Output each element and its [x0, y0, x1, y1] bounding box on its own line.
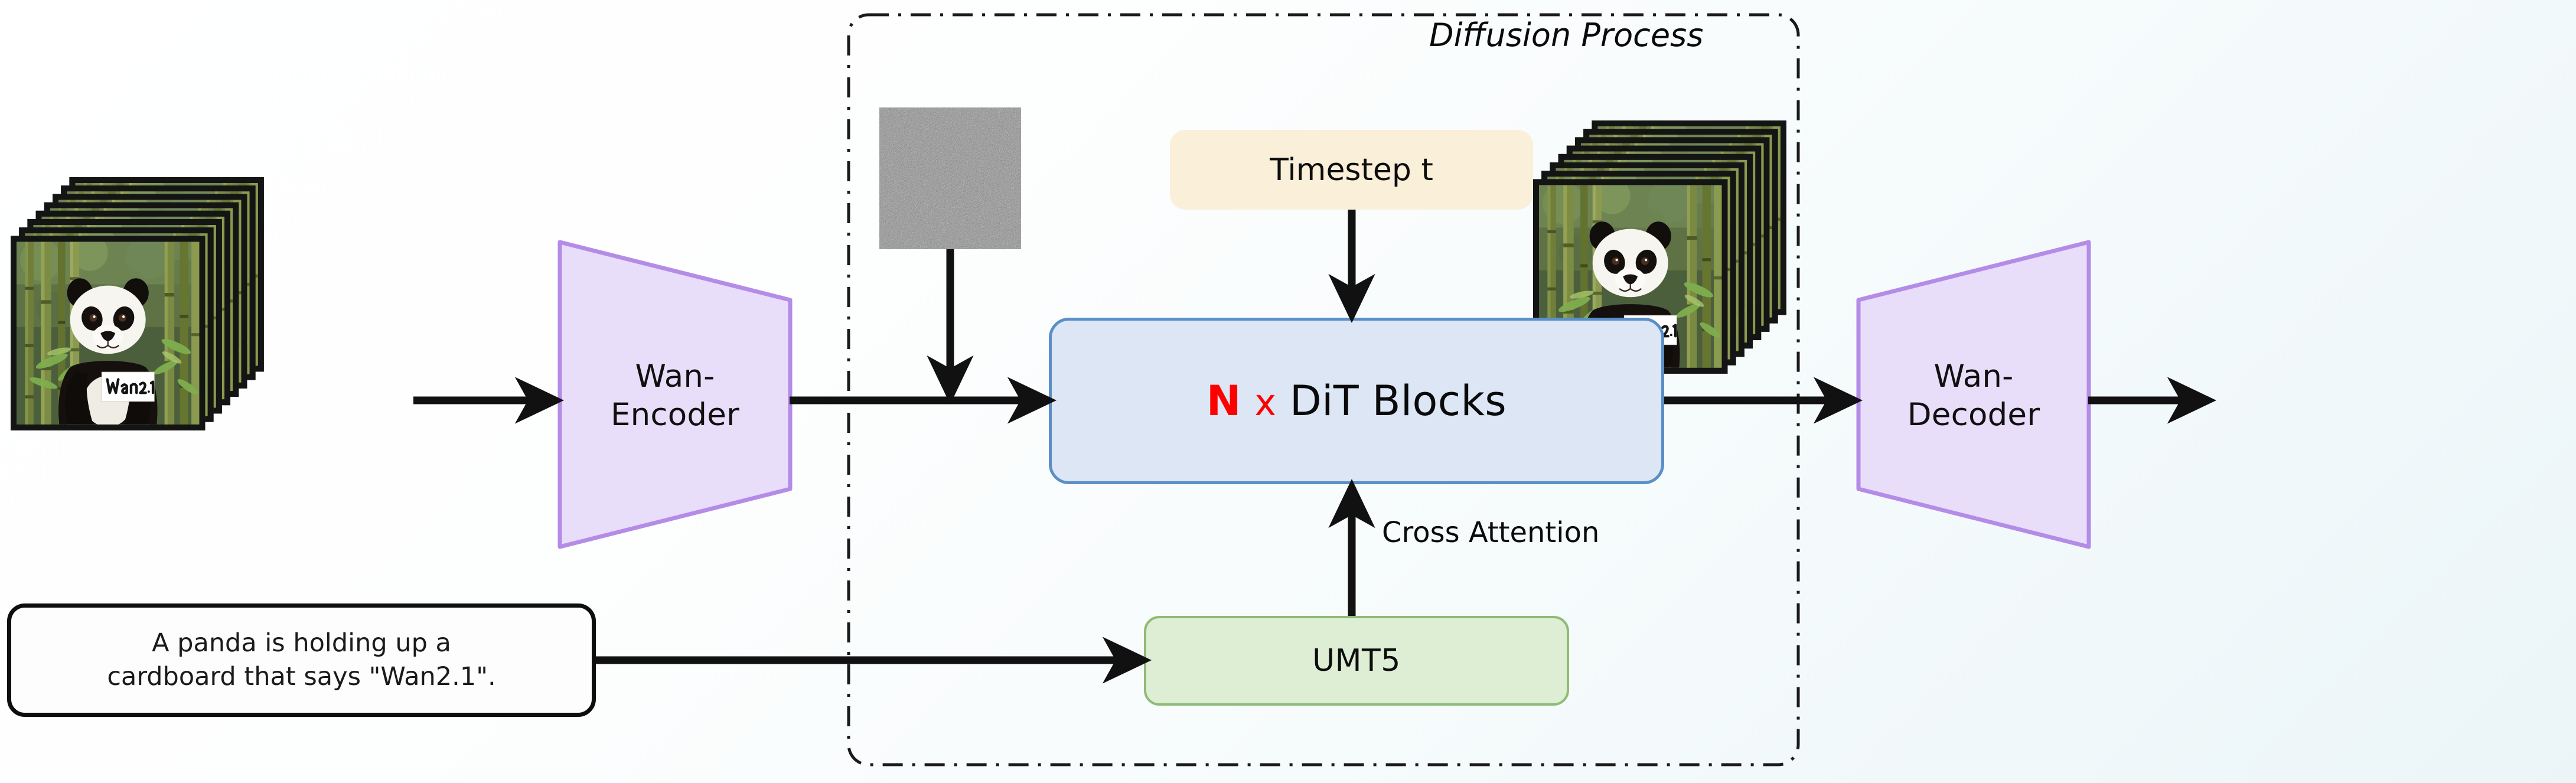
timestep-label: Timestep t: [1270, 152, 1433, 188]
dit-blocks-node[interactable]: N x DiT Blocks: [1049, 318, 1664, 484]
noise-texture: [879, 107, 1021, 249]
wan-decoder-shape: [1856, 240, 2091, 549]
wan-encoder-label: Wan- Encoder: [556, 358, 794, 434]
wan-decoder-label-line1: Wan-: [1933, 358, 2014, 394]
diffusion-process-title: Diffusion Process: [1429, 17, 1704, 54]
dit-times-symbol: x: [1254, 381, 1277, 424]
gaussian-noise-latent: [879, 107, 1021, 249]
umt5-node[interactable]: UMT5: [1144, 616, 1569, 706]
dit-repeat-count: N: [1206, 377, 1241, 425]
output-video-frame-stack[interactable]: [1533, 120, 1786, 374]
prompt-text: A panda is holding up a cardboard that s…: [107, 628, 496, 691]
timestep-node[interactable]: Timestep t: [1170, 130, 1533, 210]
video-frame-front: [11, 236, 206, 430]
diffusion-process-container: [846, 12, 1801, 768]
wan-decoder-label: Wan- Decoder: [1855, 358, 2092, 434]
dit-blocks-label: N x DiT Blocks: [1207, 377, 1507, 425]
wan-decoder-node[interactable]: Wan- Decoder: [1855, 239, 2092, 550]
dit-blocks-text: DiT Blocks: [1289, 377, 1507, 425]
wan-encoder-label-line2: Encoder: [610, 396, 740, 433]
prompt-text-box[interactable]: A panda is holding up a cardboard that s…: [7, 603, 596, 717]
wan-encoder-node[interactable]: Wan- Encoder: [556, 239, 794, 550]
cross-attention-label: Cross Attention: [1382, 516, 1600, 549]
input-video-frame-stack[interactable]: [11, 177, 264, 430]
wan-decoder-label-line2: Decoder: [1907, 396, 2040, 433]
wan-encoder-label-line1: Wan-: [635, 358, 715, 394]
dash-dot-border: [847, 13, 1800, 766]
wan-encoder-shape: [557, 240, 793, 549]
umt5-label: UMT5: [1312, 643, 1401, 678]
